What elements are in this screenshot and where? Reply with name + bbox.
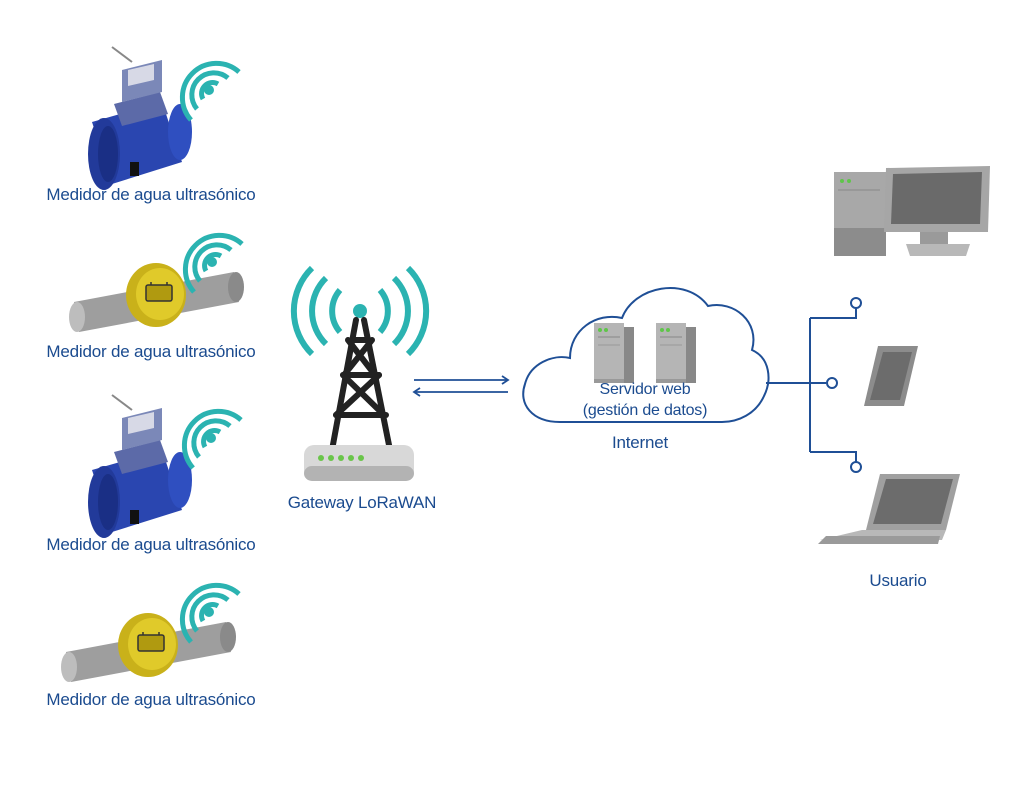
server-label-line1: Servidor web xyxy=(599,381,691,398)
meter-2 xyxy=(68,235,245,333)
wifi-signal-icon xyxy=(182,63,239,120)
water-meter-icon xyxy=(87,46,193,191)
meter-1-label: Medidor de agua ultrasónico xyxy=(46,185,256,204)
meter-4-label: Medidor de agua ultrasónico xyxy=(46,690,256,709)
gateway-label: Gateway LoRaWAN xyxy=(287,493,437,512)
server-label-line2: (gestión de datos) xyxy=(582,402,708,419)
water-meter-icon xyxy=(60,612,237,683)
wifi-signal-icon xyxy=(184,411,241,468)
server-icon xyxy=(655,322,697,384)
meter-3-label: Medidor de agua ultrasónico xyxy=(46,535,256,554)
user-label: Usuario xyxy=(869,571,927,590)
meter-2-label: Medidor de agua ultrasónico xyxy=(46,342,256,361)
meter-3 xyxy=(87,394,241,539)
user-connection-tree xyxy=(766,297,862,473)
water-meter-icon xyxy=(87,394,193,539)
server-icon xyxy=(593,322,635,384)
bidirectional-link xyxy=(412,375,510,397)
meter-1 xyxy=(87,46,239,191)
gateway xyxy=(290,265,430,481)
router-icon xyxy=(304,445,414,481)
cell-tower-icon xyxy=(290,265,430,453)
tablet-icon xyxy=(864,346,918,406)
meter-4 xyxy=(60,585,239,683)
desktop-computer-icon xyxy=(834,166,990,256)
cloud-icon xyxy=(522,287,770,423)
water-meter-icon xyxy=(68,262,245,333)
laptop-icon xyxy=(818,474,960,544)
internet-label: Internet xyxy=(611,433,669,452)
